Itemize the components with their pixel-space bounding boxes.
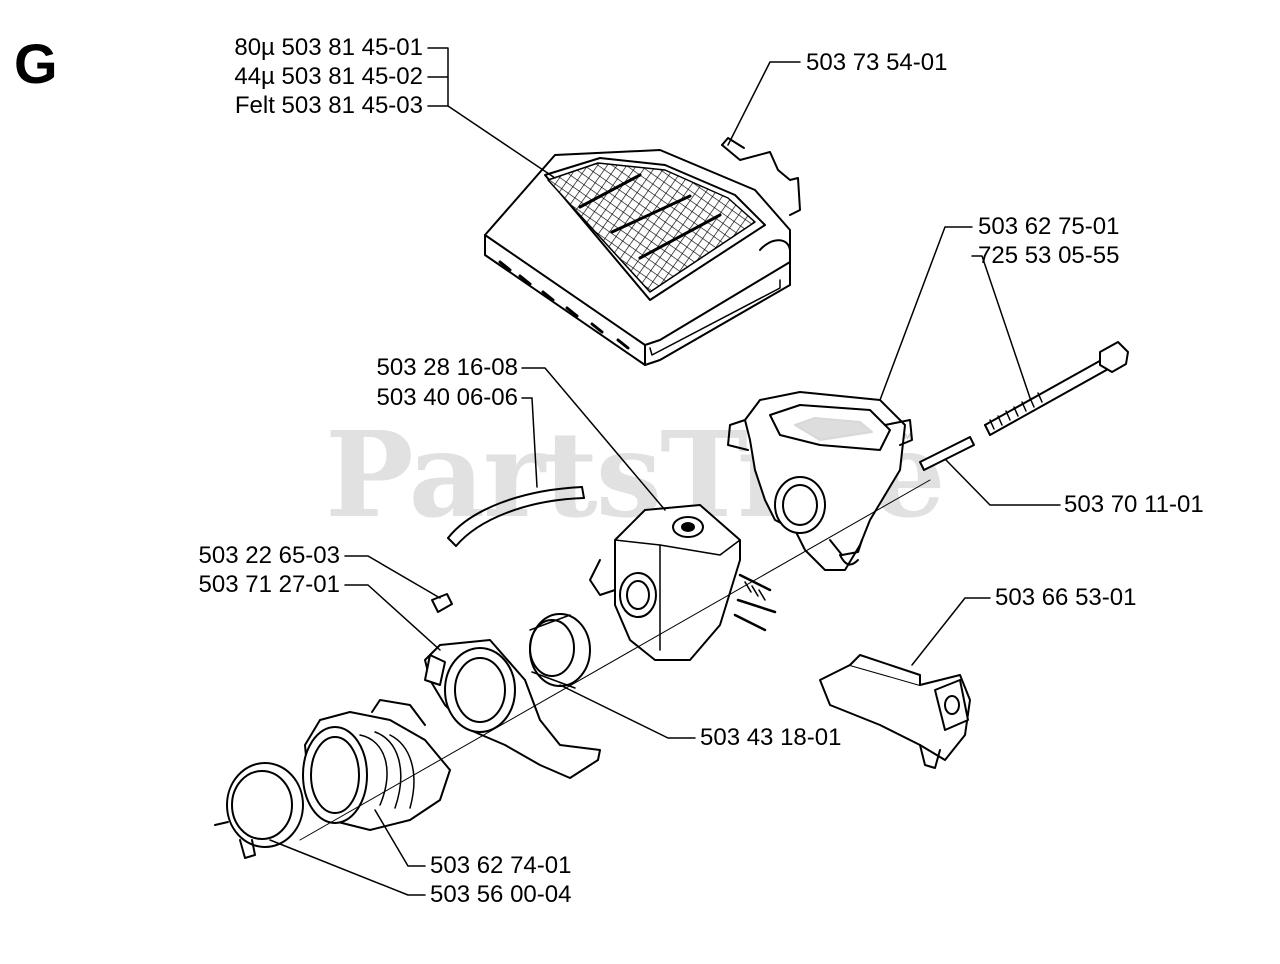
hose-clamp-part[interactable] (214, 762, 304, 859)
fuel-hose-part[interactable] (447, 486, 585, 547)
leader-lines (269, 47, 1061, 896)
part-label-hose-clamp[interactable]: 503 56 00-04 (430, 881, 572, 908)
part-label-carburetor[interactable]: 503 43 18-01 (700, 724, 842, 751)
part-label-fuel-hose[interactable]: 503 40 06-06 (376, 384, 518, 411)
part-label-air-filter-felt[interactable]: Felt 503 81 45-03 (234, 92, 423, 119)
spring-clip-part[interactable] (721, 137, 801, 216)
choke-plate-part[interactable] (819, 654, 971, 769)
part-label-carb-part-a[interactable]: 503 28 16-08 (376, 354, 518, 381)
part-label-intake-manifold[interactable]: 503 62 75-01 (978, 213, 1120, 240)
part-label-carb-bracket[interactable]: 503 71 27-01 (198, 571, 340, 598)
pin-part[interactable] (919, 436, 975, 471)
intake-manifold-part[interactable] (727, 391, 913, 571)
air-filter-part[interactable] (484, 149, 791, 366)
gasket-ring-part[interactable] (529, 613, 591, 689)
part-label-clip-nut[interactable]: 503 22 65-03 (198, 542, 340, 569)
alignment-line (299, 479, 931, 841)
part-label-air-filter-44[interactable]: 44µ 503 81 45-02 (234, 63, 423, 90)
part-label-manifold-screw[interactable]: 725 53 05-55 (978, 242, 1120, 269)
part-label-filter-spring[interactable]: 503 73 54-01 (806, 49, 948, 76)
part-label-pin[interactable]: 503 70 11-01 (1064, 491, 1204, 518)
part-label-air-filter-80[interactable]: 80µ 503 81 45-01 (234, 34, 423, 61)
carburetor-part[interactable] (589, 504, 777, 661)
clip-nut-part[interactable] (431, 593, 453, 613)
manifold-screw-part[interactable] (984, 341, 1129, 436)
carb-bracket-part[interactable] (424, 639, 601, 779)
part-label-choke-plate[interactable]: 503 66 53-01 (995, 584, 1137, 611)
intake-boot-part[interactable] (302, 699, 451, 831)
part-label-intake-boot[interactable]: 503 62 74-01 (430, 852, 572, 879)
section-letter: G (14, 32, 58, 95)
